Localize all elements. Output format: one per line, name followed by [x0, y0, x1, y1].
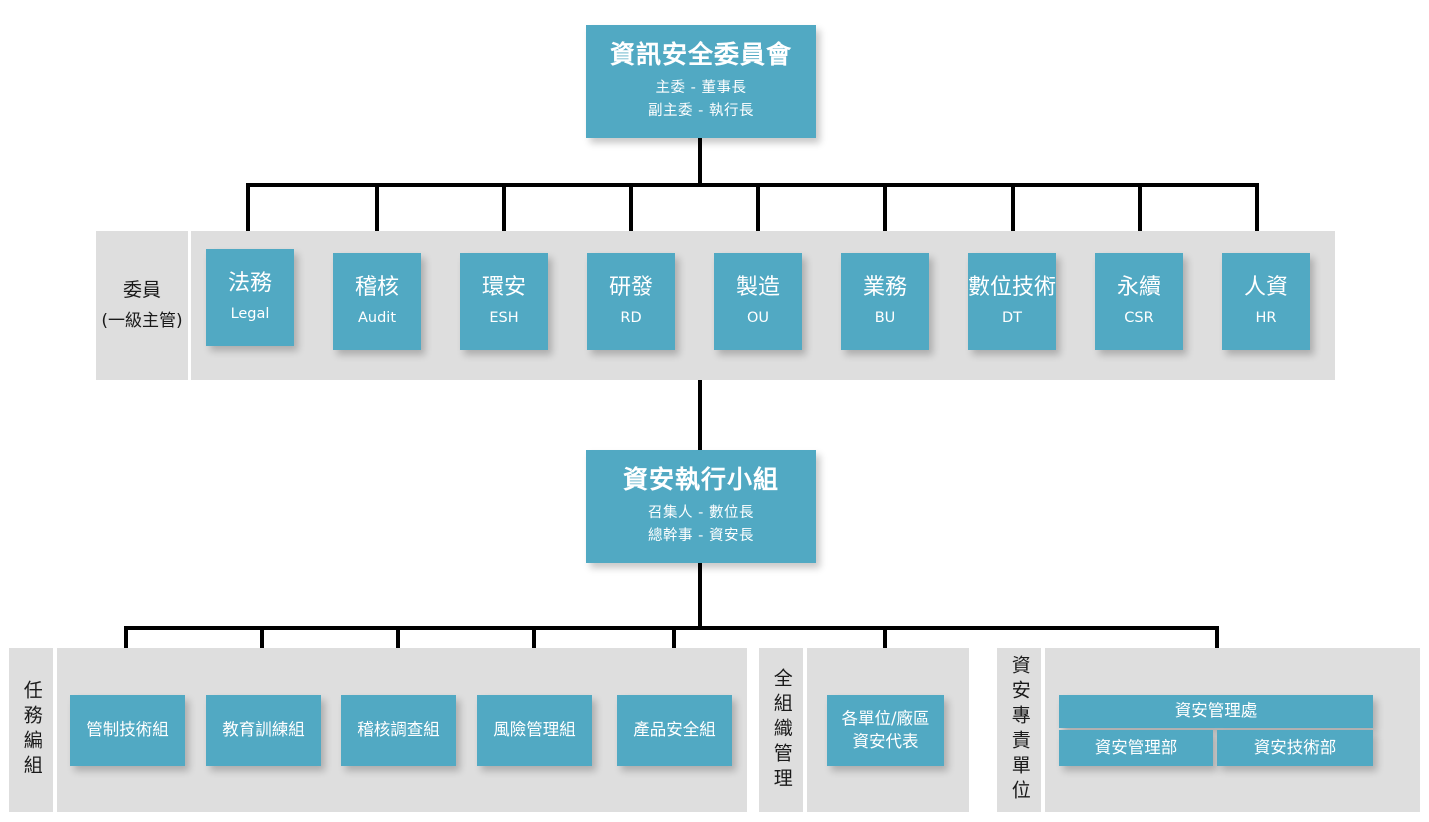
node-member-hr[interactable]: 人資 HR	[1222, 253, 1310, 350]
node-security-management-department[interactable]: 資安管理部	[1059, 730, 1213, 766]
node-member-dt[interactable]: 數位技術 DT	[968, 253, 1056, 350]
node-unit-plant-security-representative[interactable]: 各單位/廠區 資安代表	[827, 695, 944, 766]
members-band-label: 委員 (一級主管)	[96, 231, 188, 380]
node-member-ou[interactable]: 製造 OU	[714, 253, 802, 350]
task-group-name: 教育訓練組	[222, 720, 305, 740]
dedicated-unit-head-name: 資安管理處	[1174, 701, 1258, 721]
member-en: DT	[1001, 310, 1023, 327]
node-member-legal[interactable]: 法務 Legal	[206, 249, 294, 346]
node-task-audit-investigation[interactable]: 稽核調查組	[341, 695, 456, 766]
member-en: BU	[874, 310, 896, 327]
member-cn: 數位技術	[968, 274, 1057, 300]
connector-drop-dt	[1011, 183, 1015, 253]
dedicated-unit-dept-name: 資安管理部	[1094, 737, 1178, 757]
task-group-name: 產品安全組	[633, 720, 716, 740]
member-cn: 稽核	[354, 274, 399, 300]
node-title: 資訊安全委員會	[609, 39, 792, 69]
member-en: HR	[1255, 310, 1277, 327]
node-role-chair: 主委 - 董事長	[655, 80, 747, 97]
connector-members-bus	[246, 183, 1259, 187]
connector-taskforce-stem	[698, 563, 702, 629]
task-group-name: 稽核調查組	[357, 720, 440, 740]
node-member-esh[interactable]: 環安 ESH	[460, 253, 548, 350]
dedicated-unit-label-text: 資安專責單位	[1008, 655, 1031, 805]
connector-drop-csr	[1138, 183, 1142, 253]
node-role-secretary: 總幹事 - 資安長	[648, 527, 754, 544]
node-title: 資安執行小組	[622, 464, 779, 494]
members-label-line1: 委員	[122, 279, 161, 301]
member-cn: 製造	[735, 274, 780, 300]
node-role-vice-chair: 副主委 - 執行長	[648, 102, 754, 119]
node-task-education-training[interactable]: 教育訓練組	[206, 695, 321, 766]
node-member-rd[interactable]: 研發 RD	[587, 253, 675, 350]
node-task-risk-management[interactable]: 風險管理組	[477, 695, 592, 766]
node-security-execution-taskforce[interactable]: 資安執行小組 召集人 - 數位長 總幹事 - 資安長	[586, 450, 816, 563]
connector-drop-audit	[375, 183, 379, 253]
member-en: RD	[620, 310, 642, 327]
node-task-control-technology[interactable]: 管制技術組	[70, 695, 185, 766]
org-wide-name-line1: 各單位/廠區	[841, 709, 930, 729]
node-task-product-safety[interactable]: 產品安全組	[617, 695, 732, 766]
connector-drop-rd	[629, 183, 633, 253]
member-cn: 人資	[1243, 274, 1288, 300]
org-wide-label: 全組織管理	[759, 648, 803, 812]
connector-drop-bu	[883, 183, 887, 253]
dedicated-unit-dept-name: 資安技術部	[1253, 737, 1337, 757]
connector-drop-legal	[246, 183, 250, 249]
node-security-technology-department[interactable]: 資安技術部	[1217, 730, 1373, 766]
member-en: OU	[746, 310, 770, 327]
member-en: ESH	[489, 310, 519, 327]
org-wide-name-line2: 資安代表	[852, 731, 919, 751]
task-group-name: 管制技術組	[86, 720, 169, 740]
node-security-management-division[interactable]: 資安管理處	[1059, 695, 1373, 728]
member-cn: 永續	[1116, 274, 1161, 300]
connector-drop-hr	[1255, 183, 1259, 253]
connector-drop-ou	[756, 183, 760, 253]
member-cn: 業務	[862, 274, 907, 300]
task-group-name: 風險管理組	[493, 720, 576, 740]
connector-bottom-bus	[124, 626, 1219, 630]
task-group-label-text: 任務編組	[20, 680, 43, 780]
node-member-csr[interactable]: 永續 CSR	[1095, 253, 1183, 350]
org-wide-label-text: 全組織管理	[770, 667, 793, 793]
member-cn: 法務	[227, 270, 272, 296]
connector-members-to-taskforce	[698, 380, 702, 450]
member-en: CSR	[1124, 310, 1154, 327]
member-cn: 環安	[481, 274, 526, 300]
connector-drop-esh	[502, 183, 506, 253]
connector-top-stem	[698, 138, 702, 186]
task-group-label: 任務編組	[9, 648, 53, 812]
node-member-audit[interactable]: 稽核 Audit	[333, 253, 421, 350]
node-information-security-committee[interactable]: 資訊安全委員會 主委 - 董事長 副主委 - 執行長	[586, 25, 816, 138]
member-en: Legal	[230, 306, 270, 323]
member-cn: 研發	[608, 274, 653, 300]
dedicated-unit-label: 資安專責單位	[997, 648, 1041, 812]
node-role-convener: 召集人 - 數位長	[648, 505, 754, 522]
member-en: Audit	[357, 310, 397, 327]
members-label-line2: (一級主管)	[101, 311, 183, 332]
node-member-bu[interactable]: 業務 BU	[841, 253, 929, 350]
